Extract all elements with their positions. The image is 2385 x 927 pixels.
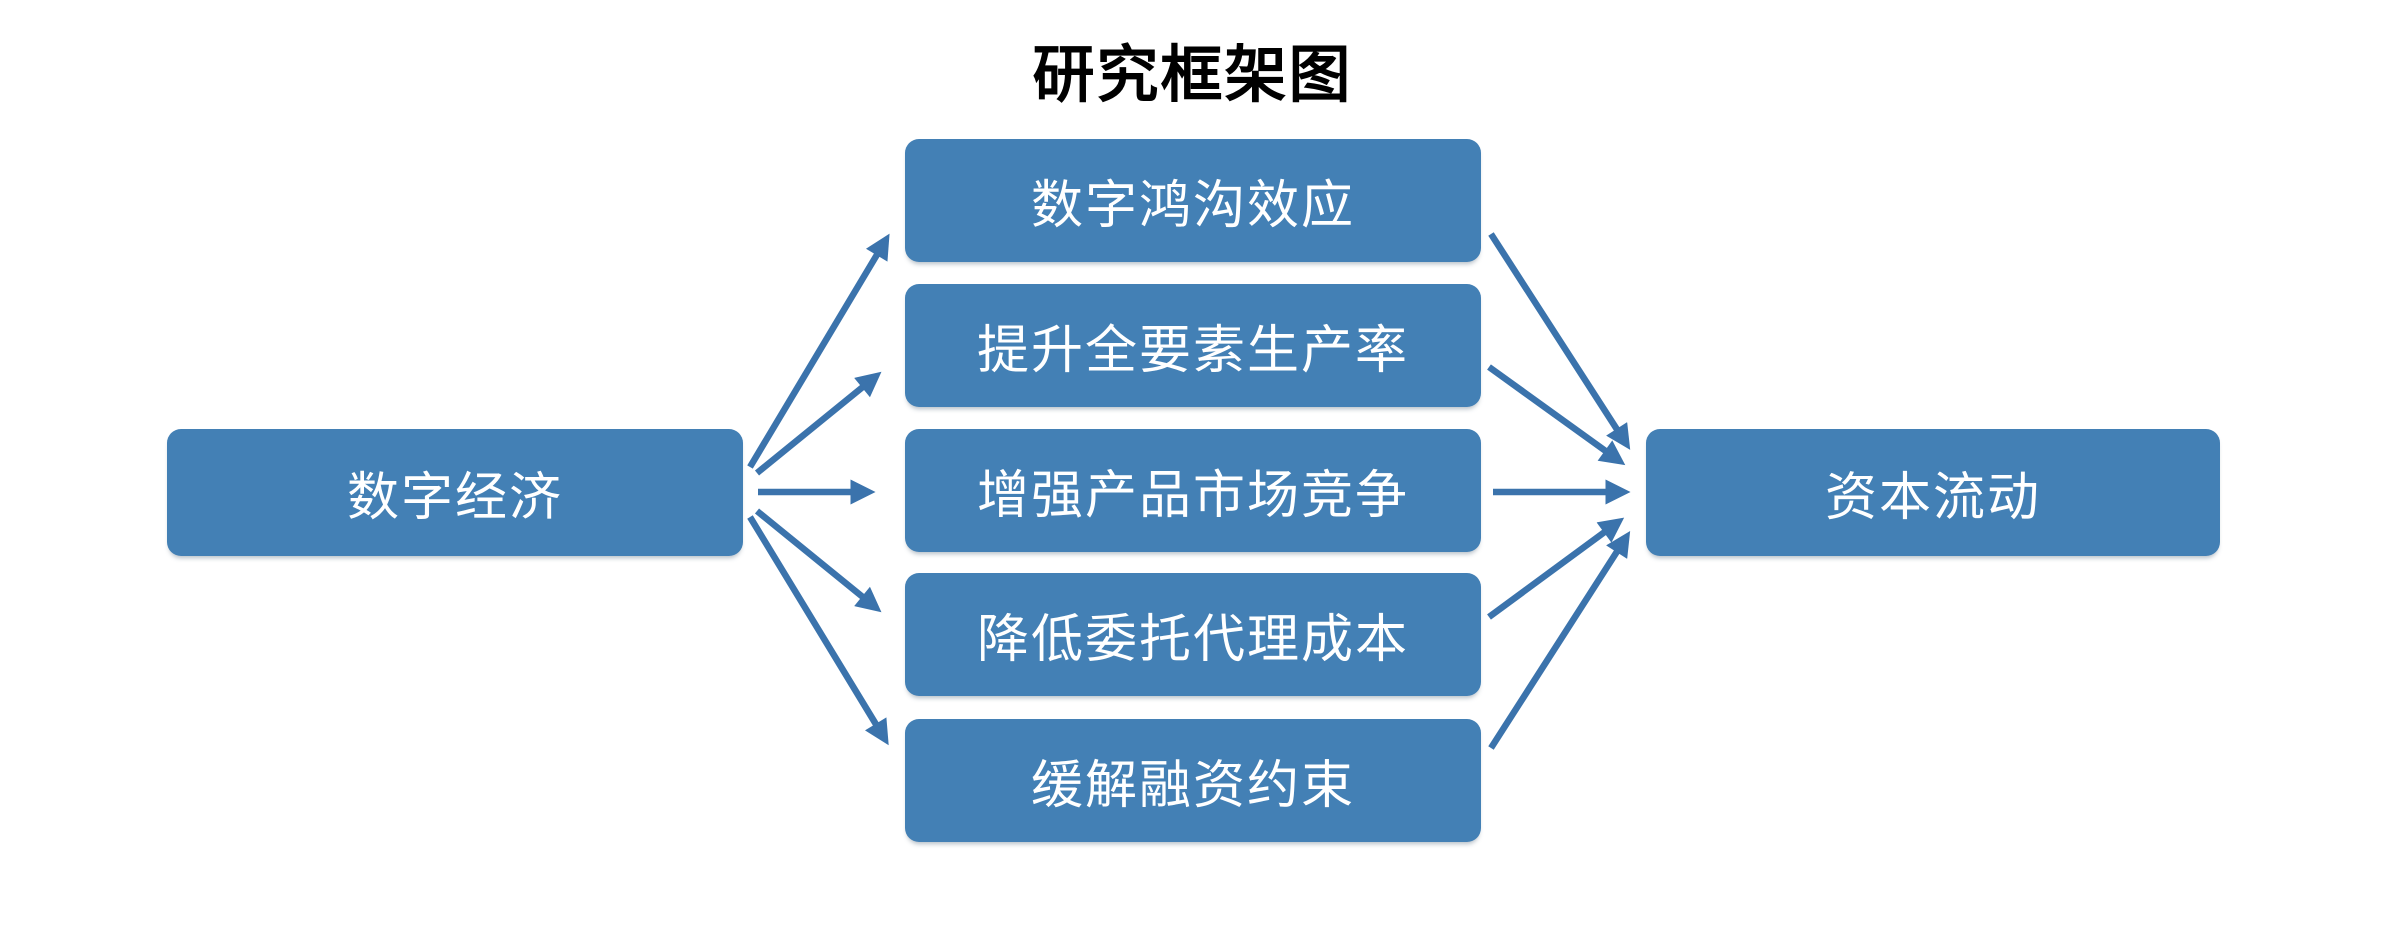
node-label: 降低委托代理成本 [976,611,1409,669]
arrow-digital-economy-to-principal-agent-cost [754,508,882,613]
node-product-market-competition: 增强产品市场竞争 [905,429,1481,552]
arrow-digital-economy-to-digital-divide [747,233,890,469]
arrow-digital-economy-to-financing-constraints [747,515,889,746]
arrow-digital-economy-to-total-factor-productivity [754,371,882,476]
diagram-title: 研究框架图 [1032,41,1353,110]
node-digital-divide: 数字鸿沟效应 [905,139,1481,262]
arrow-principal-agent-cost-to-capital-flow [1487,517,1625,620]
node-total-factor-productivity: 提升全要素生产率 [905,284,1481,407]
arrow-digital-divide-to-capital-flow [1488,232,1631,450]
node-label: 资本流动 [1824,469,2041,527]
node-capital-flow: 资本流动 [1646,429,2220,556]
arrow-total-factor-productivity-to-capital-flow [1487,364,1626,466]
node-label: 缓解融资约束 [1030,757,1355,815]
arrow-financing-constraints-to-capital-flow [1488,531,1631,750]
node-label: 数字经济 [346,469,563,527]
node-financing-constraints: 缓解融资约束 [905,719,1481,842]
node-principal-agent-cost: 降低委托代理成本 [905,573,1481,696]
node-digital-economy: 数字经济 [167,429,743,556]
node-label: 数字鸿沟效应 [1030,177,1355,235]
node-label: 提升全要素生产率 [976,322,1409,380]
node-label: 增强产品市场竞争 [976,467,1409,525]
